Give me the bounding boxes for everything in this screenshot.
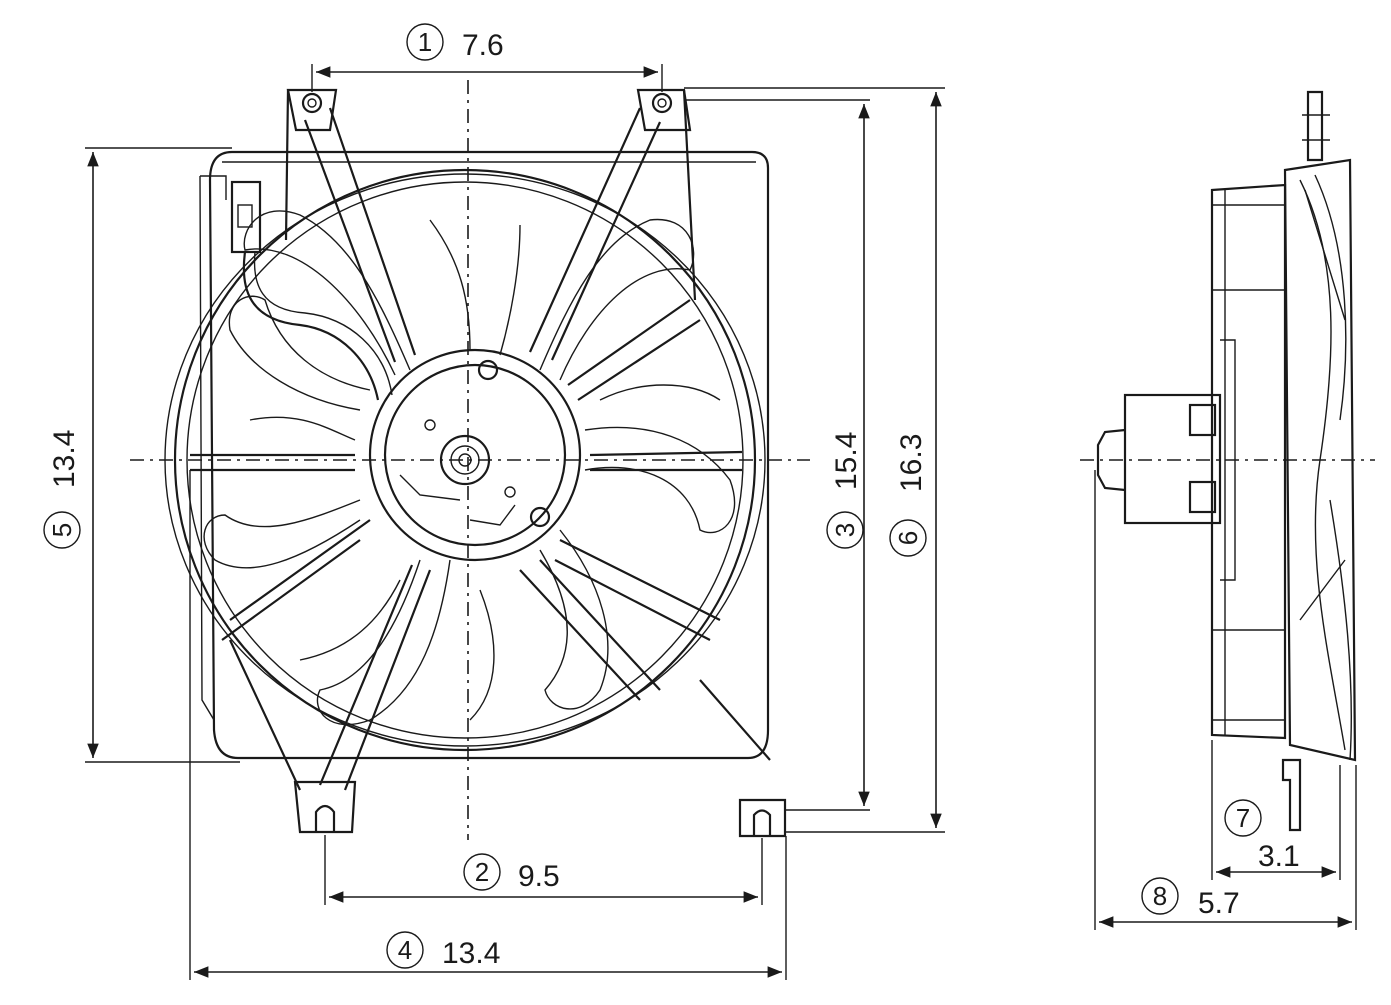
- hub-wiring: [399, 474, 516, 526]
- hub-bolt-bottom: [529, 506, 551, 528]
- connector-latch: [237, 204, 253, 228]
- side-motor-tab-bottom: [1188, 480, 1217, 514]
- front-view: [130, 80, 810, 840]
- dimension-3: 3 15.4: [684, 99, 870, 811]
- side-shroud: [1210, 183, 1287, 740]
- side-motor-tab-top: [1188, 403, 1217, 437]
- dimension-4-value: 13.4: [442, 937, 500, 970]
- side-bottom-bracket: [1281, 758, 1302, 832]
- hub-bolt-top: [477, 359, 499, 381]
- dimension-5-id: 5: [47, 523, 77, 537]
- motor-hub-inner: [383, 363, 567, 547]
- dimension-7-id: 7: [1236, 803, 1250, 833]
- dimension-5: 5 13.4: [43, 147, 240, 763]
- dimension-4-id: 4: [398, 935, 412, 965]
- fan-ring-outer: [173, 168, 757, 752]
- dimension-5-value: 13.4: [48, 430, 81, 488]
- dimension-3-value: 15.4: [830, 432, 863, 490]
- hub-pin-right: [504, 486, 516, 498]
- side-top-bracket: [1306, 90, 1324, 162]
- dimension-1-id: 1: [418, 27, 432, 57]
- dimension-8-value: 5.7: [1198, 887, 1240, 920]
- connector-wire: [242, 251, 380, 401]
- dimension-8-id: 8: [1153, 881, 1167, 911]
- dimension-2-value: 9.5: [518, 860, 560, 893]
- bottom-mounting-tabs: [229, 639, 787, 838]
- dimension-6-id: 6: [893, 531, 923, 545]
- dimension-2: 2 9.5: [324, 835, 763, 905]
- dimension-3-id: 3: [830, 523, 860, 537]
- dimension-1-value: 7.6: [462, 29, 504, 62]
- dimension-7-value: 3.1: [1258, 840, 1300, 873]
- dimension-7: 7 3.1: [1211, 740, 1341, 880]
- dimension-1: 1 7.6: [311, 23, 663, 92]
- electrical-connector: [230, 180, 262, 254]
- mounting-struts: [190, 107, 743, 791]
- side-view: [1080, 90, 1375, 832]
- dimension-6-value: 16.3: [895, 434, 928, 492]
- shroud-inner-edge: [199, 161, 756, 721]
- fan-blades: [203, 210, 736, 726]
- dimension-6: 6 16.3: [684, 87, 945, 833]
- dimension-8: 8 5.7: [1094, 470, 1357, 930]
- dimension-4: 4 13.4: [189, 470, 787, 980]
- side-motor: [1123, 393, 1222, 525]
- motor-hub-outer: [368, 348, 582, 562]
- side-motor-shaft: [1096, 428, 1126, 492]
- dimension-2-id: 2: [475, 857, 489, 887]
- shroud-frame: [208, 150, 770, 760]
- top-mounting-tabs: [284, 88, 697, 301]
- side-fan-housing: [1283, 158, 1357, 762]
- hub-pin-left: [424, 419, 436, 431]
